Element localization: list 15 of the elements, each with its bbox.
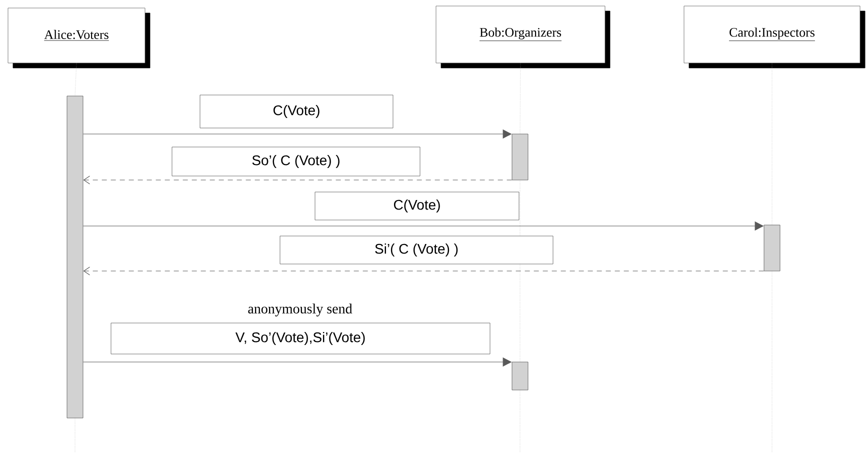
edge-label: V, So’(Vote),Si’(Vote) [110, 322, 490, 354]
activation-bar [512, 134, 528, 180]
activation-bar [764, 224, 780, 272]
lifeline-head-box: Carol:Inspectors [684, 6, 866, 68]
edge-label: So’( C (Vote) ) [172, 146, 420, 176]
lifeline-head-box: Alice:Voters [8, 8, 150, 68]
message-note: anonymously send [248, 304, 352, 316]
activation-bar [66, 96, 84, 418]
message-arrow [83, 266, 764, 276]
edge-label: C(Vote) [200, 94, 394, 128]
edge-label: C(Vote) [314, 192, 520, 220]
lifeline-head-box: Bob:Organizers [436, 6, 610, 68]
activation-bar [512, 362, 528, 390]
message-arrow [83, 176, 512, 184]
edge-label: Si’( C (Vote) ) [280, 236, 554, 264]
